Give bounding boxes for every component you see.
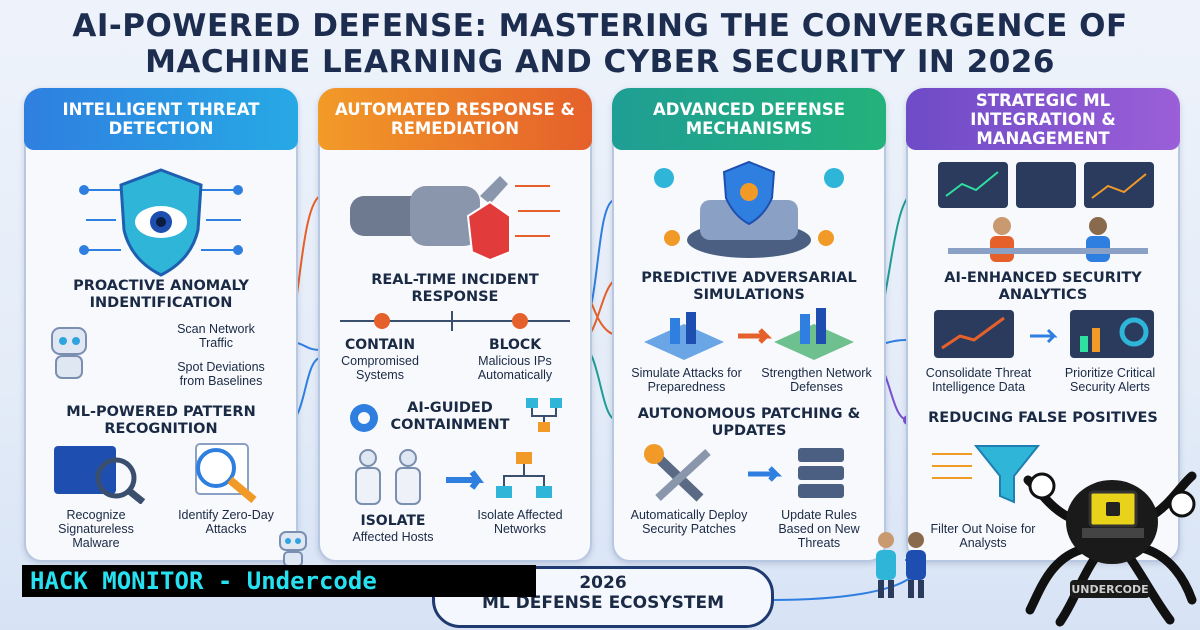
section-false-positives-title: REDUCING FALSE POSITIVES <box>928 410 1158 426</box>
page-title: AI-POWERED DEFENSE: MASTERING THE CONVER… <box>0 8 1200 80</box>
section-anomaly-title: PROACTIVE ANOMALY INDENTIFICATION <box>73 278 249 311</box>
shield-eye-icon <box>79 168 243 277</box>
label-compromised-systems: Compromised Systems <box>341 354 419 382</box>
label-deploy-patches: Automatically Deploy Security Patches <box>630 508 748 536</box>
label-zero-day: Identify Zero-Day Attacks <box>178 508 274 536</box>
robot-hand-stop-icon <box>350 176 560 262</box>
panel-advanced-defense: ADVANCED DEFENSE MECHANISMS PREDICTIVE A… <box>612 88 886 562</box>
network-nodes-icon <box>526 398 562 432</box>
label-contain: CONTAIN <box>344 337 416 353</box>
label-filter-noise: Filter Out Noise for Analysts <box>930 522 1036 550</box>
section-incident-response-title: REAL-TIME INCIDENT RESPONSE <box>371 272 539 305</box>
panel-header: AUTOMATED RESPONSE & REMEDIATION <box>318 88 592 150</box>
city-simulation-icon <box>644 308 854 360</box>
label-spot-deviations: Spot Deviations from Baselines <box>177 360 265 388</box>
panel-header: ADVANCED DEFENSE MECHANISMS <box>612 88 886 150</box>
wrench-server-icon <box>644 444 844 502</box>
magnifier-malware-icon <box>54 446 146 504</box>
title-line-2: MACHINE LEARNING AND CYBER SECURITY IN 2… <box>145 44 1055 80</box>
label-isolate-networks: Isolate Affected Networks <box>477 508 563 536</box>
section-analytics-title: AI-ENHANCED SECURITY ANALYTICS <box>944 270 1142 303</box>
label-affected-hosts: Affected Hosts <box>352 530 434 544</box>
label-scan-network-traffic: Scan Network Traffic <box>177 322 255 350</box>
isolation-figures-icon <box>355 449 552 505</box>
presenters-icon <box>876 532 926 598</box>
panel-threat-detection: INTELLIGENT THREAT DETECTION PROACTIVE A… <box>24 88 298 562</box>
analysts-workstation-icon <box>938 162 1154 262</box>
magnifier-code-icon <box>195 443 257 504</box>
label-simulate-attacks: Simulate Attacks for Preparedness <box>631 366 742 394</box>
ecosystem-label: ML DEFENSE ECOSYSTEM <box>481 593 725 613</box>
label-block: BLOCK <box>488 337 542 353</box>
label-isolate: ISOLATE <box>360 513 426 529</box>
analytics-dashboard-icon <box>934 310 1154 358</box>
label-prioritize-alerts: Prioritize Critical Security Alerts <box>1064 366 1156 394</box>
section-pattern-title: ML-POWERED PATTERN RECOGNITION <box>66 404 256 437</box>
label-update-rules: Update Rules Based on New Threats <box>778 508 860 550</box>
hack-monitor-banner: HACK MONITOR - Undercode <box>22 565 536 597</box>
section-patching-title: AUTONOMOUS PATCHING & UPDATES <box>637 406 861 439</box>
label-strengthen-defenses: Strengthen Network Defenses <box>761 366 872 394</box>
section-containment-title: AI-GUIDED CONTAINMENT <box>390 400 510 433</box>
mini-robot-icon <box>279 531 307 567</box>
shield-platform-icon <box>654 160 844 258</box>
filter-funnel-icon <box>932 445 1041 504</box>
panel-automated-response: AUTOMATED RESPONSE & REMEDIATION REAL-TI… <box>318 88 592 562</box>
octopus-hacker-logo: UNDERCODE <box>1023 471 1197 627</box>
gear-icon <box>350 404 378 432</box>
panel-strategic-integration: STRATEGIC ML INTEGRATION & MANAGEMENT AI… <box>906 88 1180 562</box>
label-consolidate-intel: Consolidate Threat Intelligence Data <box>925 366 1032 394</box>
ecosystem-year: 2026 <box>579 573 627 593</box>
section-simulations-title: PREDICTIVE ADVERSARIAL SIMULATIONS <box>641 270 857 303</box>
panel-header: INTELLIGENT THREAT DETECTION <box>24 88 298 150</box>
response-timeline <box>340 311 570 331</box>
title-line-1: AI-POWERED DEFENSE: MASTERING THE CONVER… <box>72 8 1128 44</box>
panel-header: STRATEGIC ML INTEGRATION & MANAGEMENT <box>906 88 1180 150</box>
label-recognize-malware: Recognize Signatureless Malware <box>58 508 134 550</box>
mascot-wordmark: UNDERCODE <box>1071 583 1148 596</box>
robot-icon <box>51 327 87 379</box>
label-malicious-ips: Malicious IPs Automatically <box>477 354 553 382</box>
